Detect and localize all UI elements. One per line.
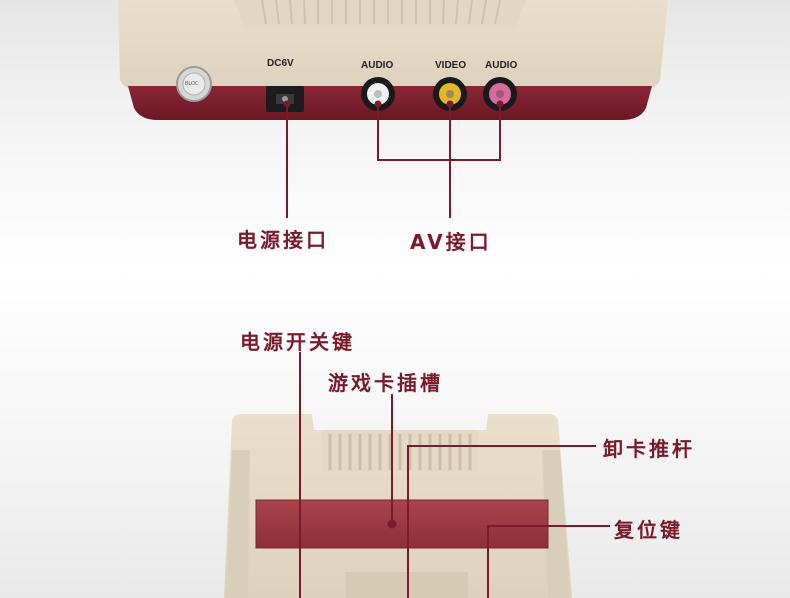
audio-left-port-label: AUDIO <box>361 60 394 71</box>
console-rear-view <box>118 0 668 218</box>
audio-right-port-label: AUDIO <box>485 60 518 71</box>
callout-lines-bottom <box>299 352 610 598</box>
audio-jack-white <box>361 77 395 111</box>
dc-port-label: DC6V <box>267 58 294 69</box>
video-port-label: VIDEO <box>435 60 467 71</box>
power-switch-callout: 电源开关键 <box>240 330 355 354</box>
dc-power-jack <box>266 86 304 112</box>
top-vent-grille <box>328 434 472 470</box>
seal-text: BLOC <box>185 81 199 87</box>
callout-lines-top <box>286 104 501 218</box>
console-top-view <box>224 352 610 598</box>
eject-lever-callout: 卸卡推杆 <box>603 437 695 461</box>
av-port-callout: AV接口 <box>410 230 492 254</box>
power-port-callout: 电源接口 <box>237 228 329 252</box>
cartridge-slot-callout: 游戏卡插槽 <box>328 371 443 395</box>
video-jack-yellow <box>433 77 467 111</box>
cartridge-slot-cover <box>255 499 549 549</box>
vent-grille <box>261 0 501 25</box>
audio-jack-red <box>483 77 517 111</box>
reset-button-callout: 复位键 <box>614 518 683 542</box>
